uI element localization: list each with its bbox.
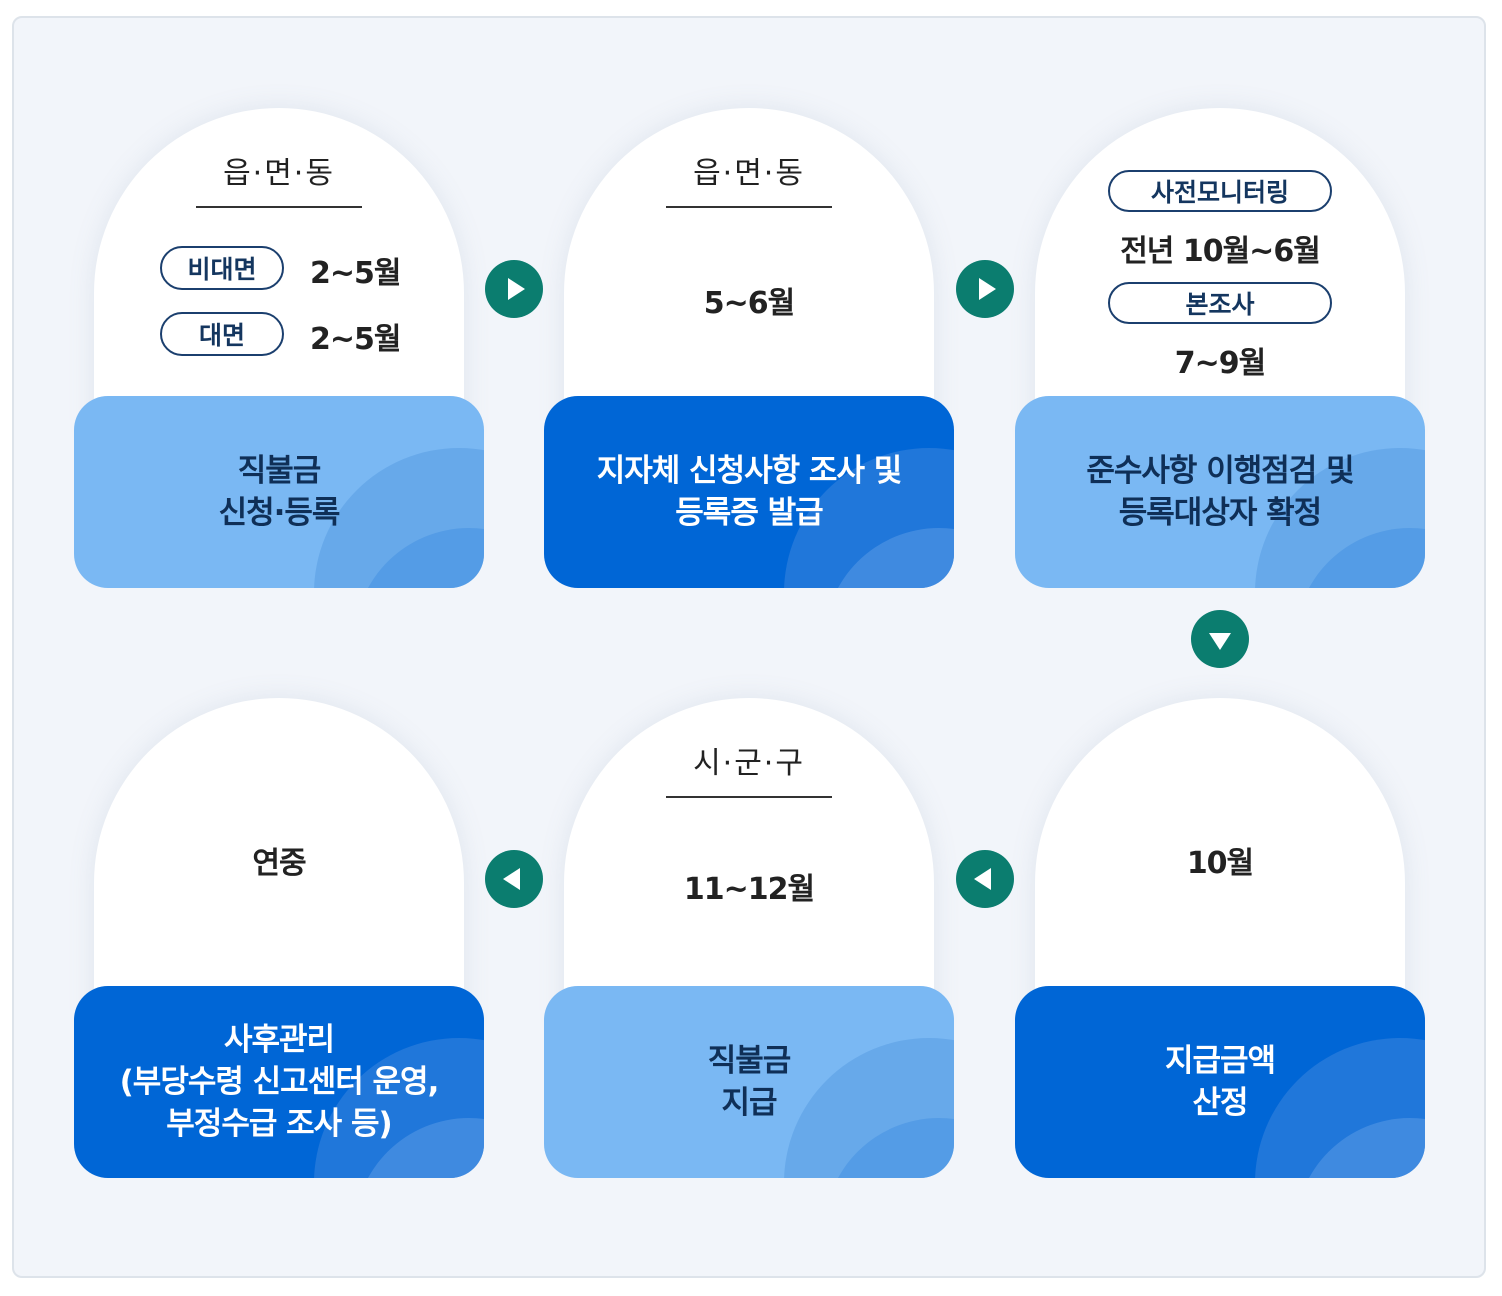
step-period: 7~9월	[1174, 346, 1267, 381]
step-title: 준수사항 이행점검 및 등록대상자 확정	[1086, 453, 1354, 531]
step-org: 읍·면·동	[196, 148, 362, 208]
step-org: 시·군·구	[666, 738, 832, 798]
step-tag: 비대면	[160, 246, 284, 290]
arrow-down-icon	[1191, 610, 1249, 668]
step-tag: 본조사	[1108, 282, 1332, 324]
step-title-box: 준수사항 이행점검 및 등록대상자 확정	[1015, 396, 1425, 588]
step-card-6: 연중 사후관리 (부당수령 신고센터 운영, 부정수급 조사 등)	[74, 698, 484, 1178]
step-period: 5~6월	[703, 286, 796, 321]
arrow-right-icon	[485, 260, 543, 318]
step-title-box: 사후관리 (부당수령 신고센터 운영, 부정수급 조사 등)	[74, 986, 484, 1178]
step-card-5: 시·군·구 11~12월 직불금 지급	[544, 698, 954, 1178]
step-title: 지자체 신청사항 조사 및 등록증 발급	[596, 453, 903, 531]
arrow-right-icon	[956, 260, 1014, 318]
step-title: 직불금 지급	[707, 1043, 792, 1121]
step-title: 지급금액 산정	[1164, 1043, 1276, 1121]
step-title: 직불금 신청·등록	[218, 453, 341, 531]
step-period: 2~5월	[310, 322, 401, 357]
step-title-box: 지급금액 산정	[1015, 986, 1425, 1178]
step-title-box: 직불금 지급	[544, 986, 954, 1178]
step-tag: 대면	[160, 312, 284, 356]
step-dome	[564, 698, 934, 1028]
step-period: 11~12월	[683, 872, 815, 907]
step-period: 연중	[252, 846, 306, 881]
step-dome	[1035, 108, 1405, 438]
step-card-2: 읍·면·동 5~6월 지자체 신청사항 조사 및 등록증 발급	[544, 108, 954, 588]
arrow-left-icon	[956, 850, 1014, 908]
step-title-box: 직불금 신청·등록	[74, 396, 484, 588]
arrow-left-icon	[485, 850, 543, 908]
step-tag: 사전모니터링	[1108, 170, 1332, 212]
step-title-box: 지자체 신청사항 조사 및 등록증 발급	[544, 396, 954, 588]
step-org: 읍·면·동	[666, 148, 832, 208]
step-period: 10월	[1186, 846, 1254, 881]
step-card-3: 사전모니터링 전년 10월~6월 본조사 7~9월 준수사항 이행점검 및 등록…	[1015, 108, 1425, 588]
step-dome	[1035, 698, 1405, 1028]
step-card-4: 10월 지급금액 산정	[1015, 698, 1425, 1178]
step-period: 전년 10월~6월	[1120, 234, 1321, 269]
step-title: 사후관리 (부당수령 신고센터 운영, 부정수급 조사 등)	[119, 1022, 440, 1142]
step-card-1: 읍·면·동 비대면 2~5월 대면 2~5월 직불금 신청·등록	[74, 108, 484, 588]
step-dome	[564, 108, 934, 438]
step-period: 2~5월	[310, 256, 401, 291]
step-dome	[94, 698, 464, 1028]
